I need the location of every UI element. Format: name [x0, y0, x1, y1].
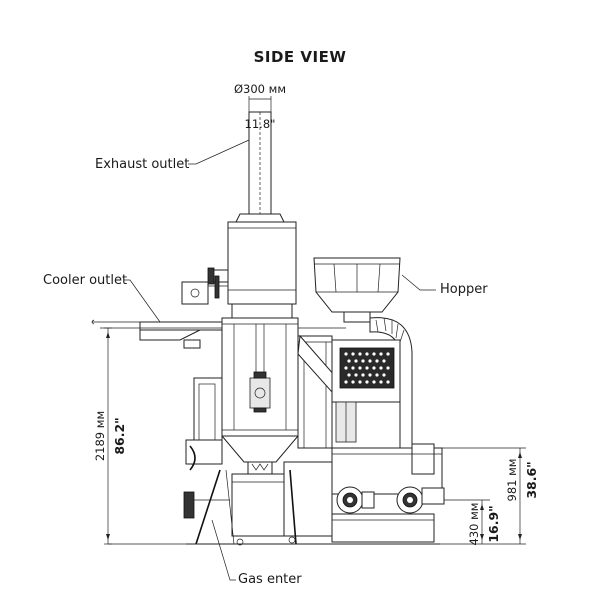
side-height-dimension: 981 мм 38.6": [436, 447, 539, 545]
side-height-mm: 981 мм: [505, 459, 519, 502]
side-height-in: 38.6": [524, 461, 539, 498]
exhaust-outlet-label: Exhaust outlet: [95, 157, 189, 172]
total-height-mm: 2189 мм: [93, 411, 107, 461]
burner-fan-left: [336, 486, 375, 514]
roasting-drum: [331, 339, 401, 443]
hopper: [313, 257, 401, 323]
support-legs: [183, 469, 297, 546]
chimney: [235, 111, 285, 223]
burner-height-in: 16.9": [486, 505, 501, 542]
drawing-title: SIDE VIEW: [254, 48, 347, 66]
chimney-diameter-in: 11.8": [245, 117, 276, 131]
lower-base: [231, 443, 443, 537]
left-frame: [185, 377, 223, 471]
burner-height-mm: 430 мм: [467, 503, 481, 546]
cooler-tray: [91, 319, 241, 349]
burner-height-dimension: 430 мм 16.9": [444, 499, 501, 546]
control-box: [181, 275, 228, 305]
drum-housing: [297, 334, 343, 449]
cooler-cone: [220, 435, 300, 475]
total-height-dimension: 2189 мм 86.2": [93, 327, 186, 545]
bottom-frame: [331, 513, 435, 543]
gas-enter-label: Gas enter: [238, 572, 302, 587]
gas-enter-leader: [211, 519, 236, 581]
cooler-outlet-leader: [124, 279, 161, 323]
burner-fan-right: [396, 486, 445, 514]
exhaust-outlet-leader: [188, 139, 250, 165]
cooler-outlet-label: Cooler outlet: [43, 273, 127, 288]
hopper-leader: [401, 274, 436, 291]
chimney-diameter-mm: Ø300 мм: [234, 82, 286, 96]
chimney-diameter-dimension: Ø300 мм 11.8": [234, 82, 286, 131]
total-height-in: 86.2": [112, 417, 127, 454]
cooler-housing: [221, 317, 299, 437]
hopper-label: Hopper: [440, 282, 488, 297]
cyclone: [207, 221, 297, 319]
